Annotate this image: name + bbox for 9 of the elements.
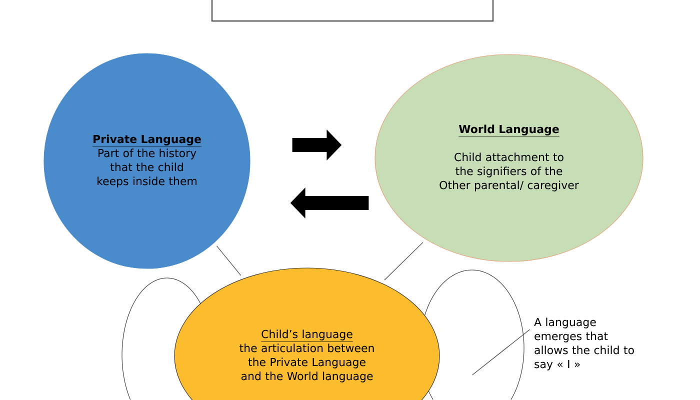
oval-node: Child’s language the articulation between the Private Language and the World language — [174, 268, 440, 400]
oval-node: World Language Child attachment to the signifiers of the Other parental/ caregiver — [374, 54, 644, 262]
leader-line — [472, 329, 530, 376]
empty-box — [211, 0, 494, 22]
connector-line — [384, 242, 424, 280]
connector-line — [216, 246, 242, 276]
note-text: A language emerges that allows the child to say « I » — [534, 318, 634, 370]
circle-node: Private Language Part of the history that the child keeps inside them — [44, 53, 250, 269]
empty-oval — [424, 270, 524, 400]
